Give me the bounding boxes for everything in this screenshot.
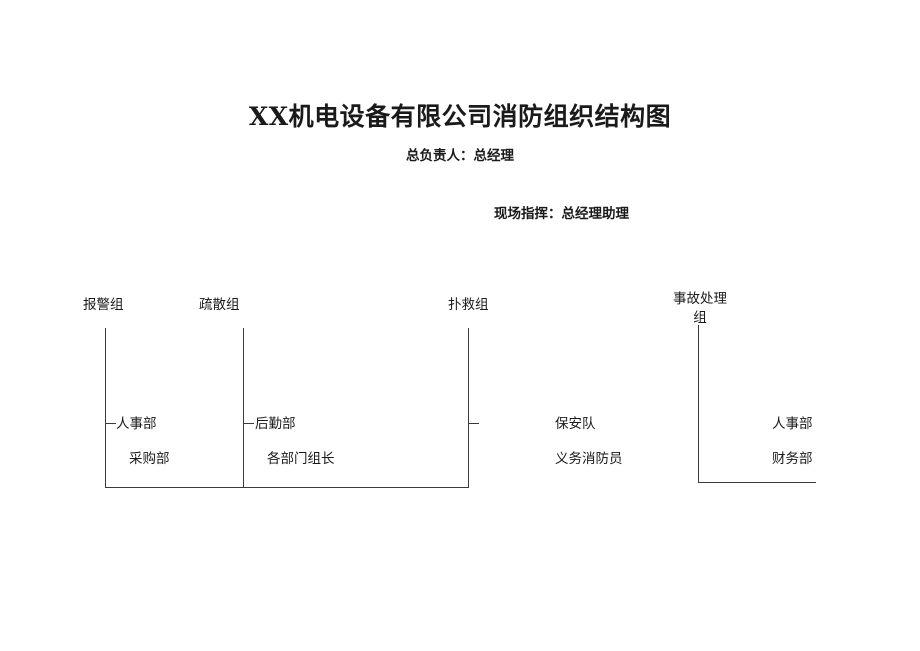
connector-dash-evacuation (243, 423, 254, 424)
site-commander-label: 现场指挥：总经理助理 (494, 206, 629, 222)
connector-dash-firefighting (468, 423, 479, 424)
member-firefighting-1: 保安队 (555, 416, 596, 432)
group-label-accident: 事故处理组 (673, 291, 727, 326)
connector-vline-alarm (105, 328, 106, 487)
connector-hline-accident (698, 482, 816, 483)
page-title: XX机电设备有限公司消防组织结构图 (248, 102, 672, 131)
member-evacuation-1: 后勤部 (255, 416, 296, 432)
connector-vline-firefighting (468, 328, 469, 487)
member-accident-1: 人事部 (772, 416, 813, 432)
connector-vline-accident (698, 325, 699, 482)
connector-hline-left-cluster (105, 487, 469, 488)
member-firefighting-2: 义务消防员 (555, 451, 623, 467)
member-alarm-1: 人事部 (116, 416, 157, 432)
group-label-firefighting: 扑救组 (448, 297, 489, 313)
chief-responsible-label: 总负责人：总经理 (406, 148, 514, 164)
connector-dash-alarm (105, 423, 116, 424)
group-label-evacuation: 疏散组 (199, 297, 240, 313)
connector-vline-evacuation (243, 328, 244, 487)
group-label-alarm: 报警组 (83, 297, 124, 313)
member-evacuation-2: 各部门组长 (267, 451, 335, 467)
member-alarm-2: 采购部 (129, 451, 170, 467)
member-accident-2: 财务部 (772, 451, 813, 467)
